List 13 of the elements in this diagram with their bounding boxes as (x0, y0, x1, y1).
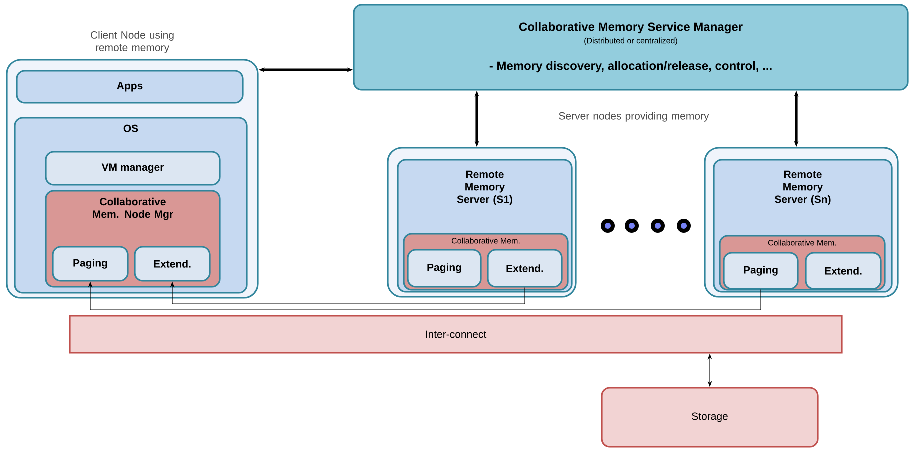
manager-box: Collaborative Memory Service Manager (Distributed or centralized) - Memory discovery, allocation/release, control, ... (353, 4, 909, 91)
storage-box: Storage (601, 387, 819, 448)
node-label: Client Node using remote memory (91, 31, 174, 54)
layer-box: Apps (16, 70, 244, 104)
module-box: Extend. (805, 252, 882, 290)
module-box: Paging (52, 246, 129, 282)
interconnect-band: Inter-connect (69, 315, 843, 354)
module-box: Extend. (487, 249, 563, 288)
module-box: Paging (407, 249, 482, 288)
module-box: Paging (723, 252, 799, 290)
module-box: Extend. (134, 246, 211, 282)
caption-text: Server nodes providing memory (559, 112, 710, 122)
module-box: VM manager (45, 151, 221, 186)
